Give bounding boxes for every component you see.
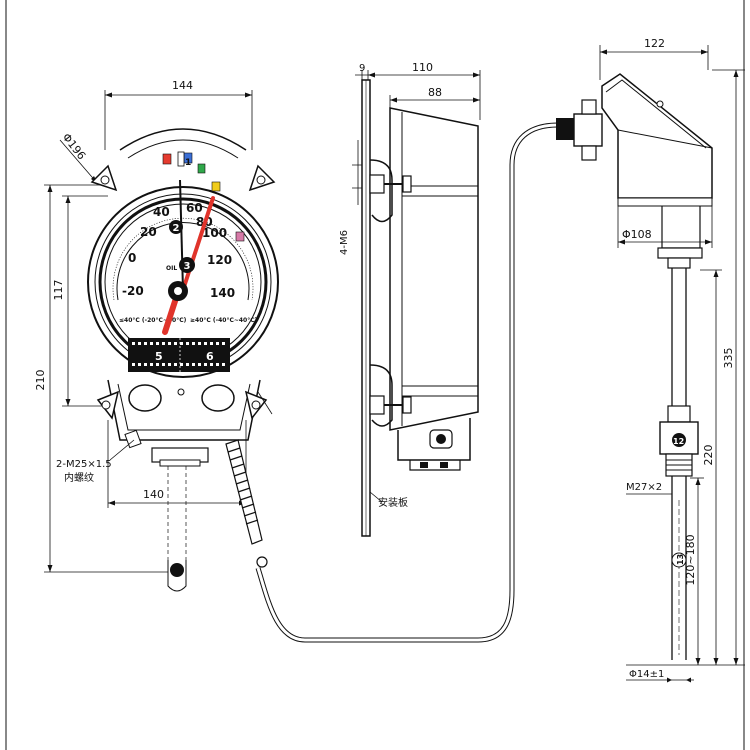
- terminal-dots: [132, 342, 225, 366]
- terminal-strip: 5 6: [128, 338, 230, 372]
- dim-label-108: Φ108: [622, 228, 652, 241]
- setpoint-tag-green: [197, 163, 206, 174]
- dial-face: -20 0 20 40 60 80 100 120 140 OIL ≤40°C …: [112, 151, 258, 335]
- dim-label-9: 9: [359, 63, 365, 74]
- pointer-hub-2-label: 2: [173, 223, 180, 234]
- bolt-label: 4-M6: [339, 230, 350, 255]
- pointer-hub-3: [179, 257, 195, 273]
- front-view: 144 Φ196 210 117: [34, 79, 279, 592]
- lower-window-left: [128, 384, 162, 412]
- dial-tick-20: 20: [140, 225, 157, 239]
- probe-diameter-label: Φ14±1: [629, 669, 664, 680]
- digital-right: 6: [206, 350, 214, 363]
- dial-tick--20: -20: [122, 284, 144, 298]
- thread-callout-left: 2-M25×1.5 内螺纹: [56, 439, 135, 484]
- dial-tick-0: 0: [128, 251, 136, 265]
- pointer-needle: [179, 179, 184, 291]
- setpoint-tag-red: [162, 153, 172, 165]
- plate-label: 安装板: [378, 496, 408, 509]
- thread-label-line2: 内螺纹: [64, 471, 94, 484]
- setpoint-tag-white: [177, 151, 185, 167]
- terminal-strip-body: [128, 338, 230, 372]
- center-screw: [177, 388, 185, 396]
- callout-13: 13: [676, 554, 685, 565]
- dial-brand: OIL: [166, 265, 177, 272]
- pointer-label-1: 1: [185, 158, 191, 168]
- dial-scale-right: ≥40°C (-40°C~40°C): [190, 317, 258, 324]
- dim-label-88: 88: [428, 86, 442, 99]
- callout-12: 12: [673, 437, 684, 446]
- dial-tick-120: 120: [207, 253, 232, 267]
- thread-label-line1: 2-M25×1.5: [56, 459, 112, 470]
- dim-label-335: 335: [722, 348, 735, 369]
- dim-width-144: 144: [104, 79, 253, 150]
- dim-label-210: 210: [34, 370, 47, 391]
- dim-label-220: 220: [702, 445, 715, 466]
- setpoint-tag-pink: [235, 231, 245, 242]
- dim-label-117: 117: [52, 280, 65, 301]
- lower-window-right: [201, 384, 235, 412]
- dim-label-immersion: 120~180: [684, 534, 697, 585]
- max-needle: [181, 196, 215, 292]
- pointer-hub-center: [174, 287, 182, 295]
- side-view: 9 110 88 4-M6: [339, 61, 481, 537]
- pointer-hub-2: [169, 220, 183, 234]
- dim-height: 210 117: [34, 184, 168, 573]
- dial-tick-60: 60: [186, 201, 203, 215]
- dim-label-140: 140: [143, 488, 164, 501]
- dim-label-110: 110: [412, 61, 433, 74]
- dial-scale-left: ≤40°C (-20°C~40°C): [119, 317, 187, 324]
- digital-left: 5: [155, 350, 163, 363]
- dim-label-144: 144: [172, 79, 193, 92]
- dial-tick-40: 40: [153, 205, 170, 219]
- dim-label-diameter: Φ196: [60, 131, 89, 162]
- callout-12-dot: [672, 433, 686, 447]
- dial-tick-140: 140: [210, 286, 235, 300]
- dial-tick-100: 100: [202, 226, 227, 240]
- pointer-hub-3-label: 3: [184, 261, 191, 272]
- probe-head: [601, 73, 713, 199]
- setpoint-tag-yellow: [211, 181, 221, 192]
- probe-view: 122 Φ108 12: [556, 37, 745, 683]
- probe-thread-label: M27×2: [626, 482, 662, 493]
- capillary-outlet: [225, 439, 268, 568]
- dim-label-122: 122: [644, 37, 665, 50]
- dim-diameter-196: Φ196: [60, 131, 99, 185]
- cable-glands: [124, 429, 209, 592]
- cable-end-dot: [170, 563, 184, 577]
